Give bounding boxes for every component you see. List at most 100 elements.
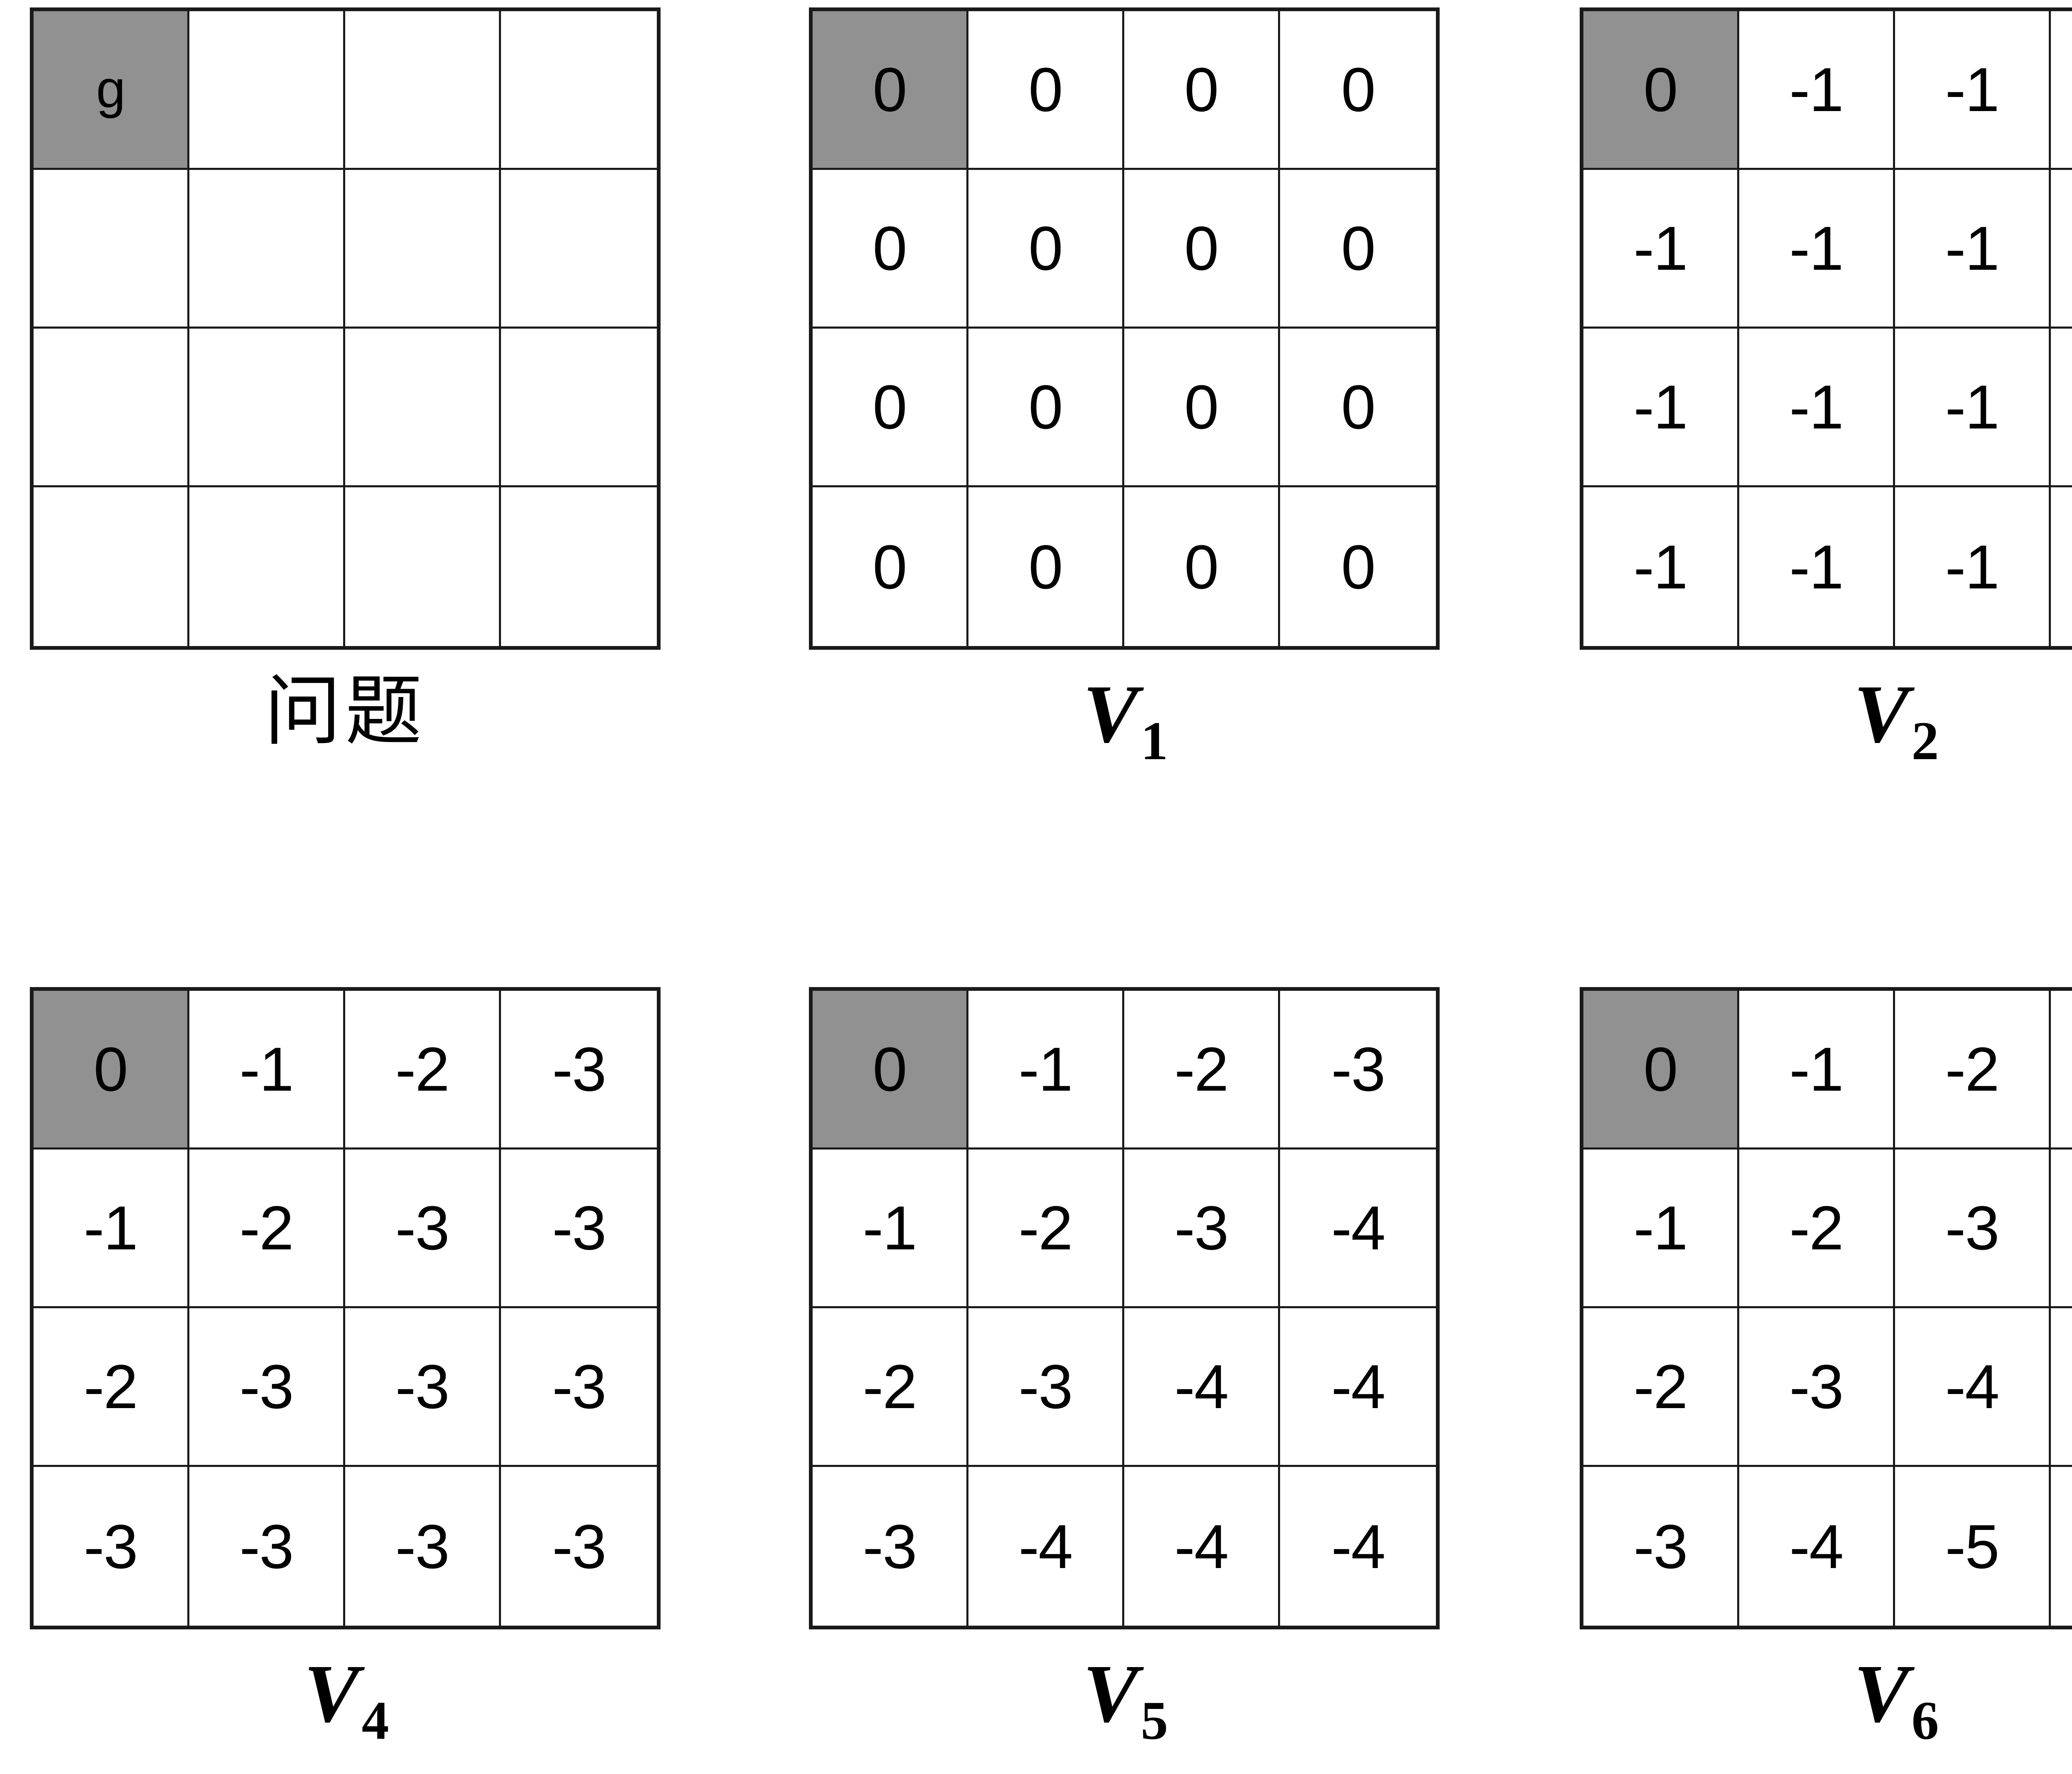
grid-cell [345,487,501,646]
cell-value: 0 [1184,213,1219,283]
panel-label-V5: V5 [809,1653,1440,1748]
grid-cell: -4 [1739,1467,1895,1626]
grid-cell: 0 [1124,11,1280,170]
grid-cell [34,487,189,646]
grid-cell: -2 [1739,1150,1895,1308]
grid-cell: 0 [1124,170,1280,329]
cell-value: 0 [1341,55,1375,124]
grid-cell: -1 [1895,11,2051,170]
grid-cell: -3 [1583,1467,1739,1626]
cell-value: -3 [1174,1193,1229,1263]
value-function-symbol: V [1083,668,1138,760]
grid-cell: -4 [1280,1467,1436,1626]
grid-cell: -1 [189,991,345,1150]
cell-value: -1 [1789,213,1844,283]
cell-value: -3 [552,1034,606,1104]
grid-cell: -1 [1739,991,1895,1150]
grid-cell: -3 [345,1467,501,1626]
cell-value: -3 [395,1193,450,1263]
panel-problem: g 问题 [30,7,664,750]
grid-cell: -1 [34,1150,189,1308]
grid-cell: -3 [189,1467,345,1626]
grid-cell: -3 [2051,991,2072,1150]
cell-value: 0 [93,1034,128,1104]
cell-value: -3 [2051,1038,2072,1100]
cell-value: -2 [1018,1193,1073,1263]
grid-cell: -1 [1583,487,1739,646]
value-function-subscript: 6 [1911,1690,1939,1751]
grid-cell: -2 [968,1150,1124,1308]
cell-value: -3 [395,1352,450,1421]
cell-value: 0 [872,55,907,124]
grid-cell: -3 [501,991,657,1150]
grid-cell: -1 [1583,1150,1739,1308]
value-function-subscript: 2 [1911,710,1939,771]
grid-cell: 0 [813,170,968,329]
grid-V2: 0-1-1-1-1-1-1-1-1-1-1-1-1-1-1-1 [1580,7,2072,650]
panel-label-V4: V4 [30,1653,661,1748]
cell-value: 0 [872,213,907,283]
cell-value: -1 [1633,372,1688,442]
cell-value: -4 [1789,1511,1844,1581]
cell-value: -1 [1633,532,1688,602]
grid-cell: -2 [1583,1308,1739,1467]
grid-cell: -2 [345,991,501,1150]
cell-value: 0 [1341,372,1375,442]
cell-value: -2 [1174,1034,1229,1104]
cell-value: -2 [239,1193,294,1263]
grid-cell: -2 [813,1308,968,1467]
cell-value: -3 [552,1193,606,1263]
value-function-symbol: V [304,1648,359,1740]
grid-cell: -2 [1124,991,1280,1150]
cell-value: -3 [1633,1511,1688,1581]
grid-cell [189,11,345,170]
grid-cell: 0 [1280,11,1436,170]
cell-value: -1 [239,1034,294,1104]
grid-cell: 0 [1124,487,1280,646]
cell-value: -3 [1789,1352,1844,1421]
grid-cell: -1 [1583,170,1739,329]
cell-value: 0 [1341,532,1375,602]
grid-cell: -5 [2051,1467,2072,1626]
cell-value: 0 [872,372,907,442]
panel-label-V2: V2 [1580,673,2072,768]
grid-cell: -1 [2051,11,2072,170]
grid-cell-goal: g [34,11,189,170]
grid-cell [501,329,657,487]
cell-value: 0 [1643,55,1678,124]
cell-value: -1 [2051,376,2072,438]
grid-cell: -4 [1895,1308,2051,1467]
grid-cell: -3 [345,1150,501,1308]
grid-cell: -5 [2051,1308,2072,1467]
grid-cell: -3 [1739,1308,1895,1467]
grid-cell [345,329,501,487]
cell-value: -2 [1633,1352,1688,1421]
grid-cell: -4 [1280,1150,1436,1308]
grid-cell: -1 [1895,487,2051,646]
grid-cell: -1 [1739,170,1895,329]
cell-value: -3 [1331,1034,1385,1104]
cell-value: 0 [1184,532,1219,602]
cell-value: 0 [1028,55,1063,124]
panel-label-problem: 问题 [30,673,661,750]
value-function-subscript: 1 [1140,710,1168,771]
cell-value: -3 [395,1511,450,1581]
cell-value: -3 [552,1352,606,1421]
grid-cell: -2 [34,1308,189,1467]
grid-V6: 0-1-2-3-1-2-3-4-2-3-4-5-3-4-5-5 [1580,987,2072,1629]
grid-cell: 0 [813,487,968,646]
grid-cell [34,170,189,329]
grid-cell: -3 [501,1150,657,1308]
cell-value: -1 [862,1193,917,1263]
grid-cell: -3 [189,1308,345,1467]
value-function-symbol: V [1854,668,1909,760]
grid-cell: -1 [1895,170,2051,329]
cell-value: 0 [1028,532,1063,602]
cell-value: -2 [1789,1193,1844,1263]
cell-value: -1 [83,1193,138,1263]
grid-cell [345,11,501,170]
grid-cell: -2 [189,1150,345,1308]
grid-cell: 0 [1280,329,1436,487]
grid-cell: -1 [1895,329,2051,487]
